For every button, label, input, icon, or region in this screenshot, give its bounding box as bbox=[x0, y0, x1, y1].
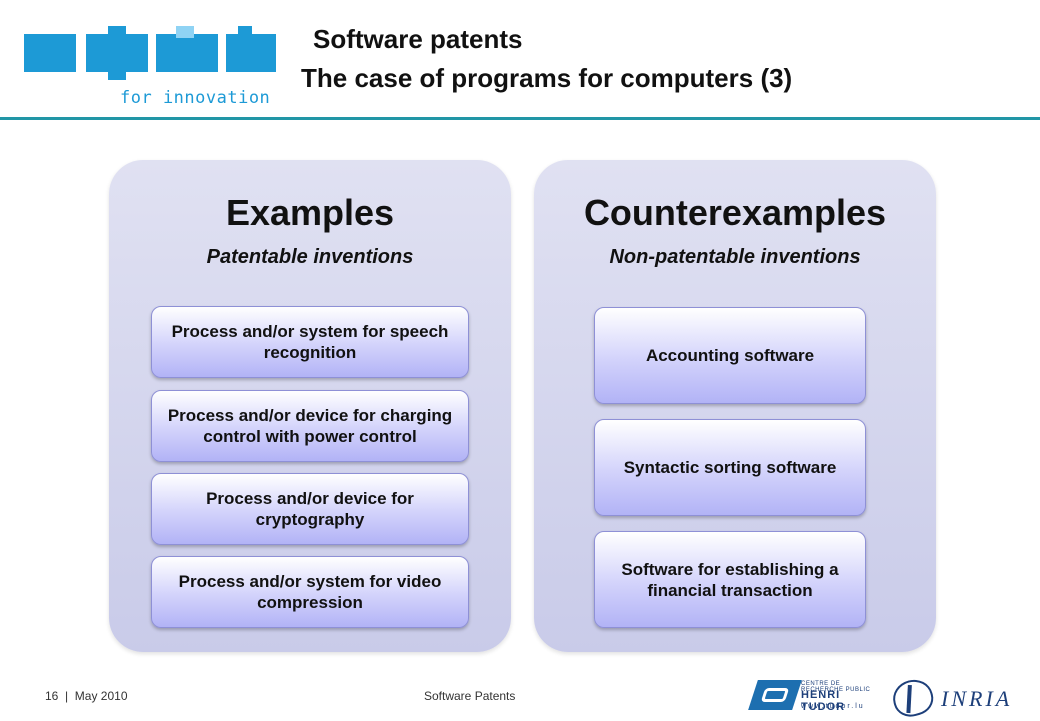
logo-tagline: for innovation bbox=[120, 88, 271, 108]
slide-subtitle: The case of programs for computers (3) bbox=[301, 63, 793, 93]
tudor-small-text: CENTRE DE RECHERCHE PUBLIC bbox=[801, 681, 871, 693]
inria-text: INRIA bbox=[941, 686, 1013, 711]
henri-tudor-logo: CENTRE DE RECHERCHE PUBLIC HENRI TUDOR w… bbox=[748, 678, 871, 714]
example-item: Process and/or device for charging contr… bbox=[151, 390, 469, 462]
examples-panel: Examples Patentable inventions Process a… bbox=[109, 160, 511, 652]
examples-subheading: Patentable inventions bbox=[206, 246, 414, 268]
example-item: Process and/or system for speech recogni… bbox=[151, 306, 469, 378]
counterexample-item: Accounting software bbox=[594, 307, 866, 404]
inria-logo: INRIA bbox=[889, 675, 1033, 721]
example-item: Process and/or system for video compress… bbox=[151, 556, 469, 628]
counterexample-item: Syntactic sorting software bbox=[594, 419, 866, 516]
inria-mark-icon bbox=[889, 675, 937, 721]
example-item: Process and/or device for cryptography bbox=[151, 473, 469, 545]
tudor-mark-icon bbox=[748, 680, 802, 710]
counterexamples-heading: Counterexamples bbox=[583, 192, 887, 233]
page-number-date: 16 | May 2010 bbox=[45, 689, 128, 703]
header-divider bbox=[0, 117, 1040, 120]
examples-heading: Examples bbox=[225, 192, 395, 233]
counterexamples-panel: Counterexamples Non-patentable invention… bbox=[534, 160, 936, 652]
tudor-url-text: www.tudor.lu bbox=[801, 703, 865, 710]
for-innovation-logo: for innovation bbox=[12, 12, 276, 108]
tudor-name-text: HENRI TUDOR bbox=[801, 689, 846, 713]
counterexample-item: Software for establishing a financial tr… bbox=[594, 531, 866, 628]
logo-blocks-icon bbox=[24, 26, 276, 80]
footer-title: Software Patents bbox=[424, 689, 516, 703]
counterexamples-subheading: Non-patentable inventions bbox=[609, 246, 861, 268]
slide-title: Software patents bbox=[313, 24, 523, 54]
